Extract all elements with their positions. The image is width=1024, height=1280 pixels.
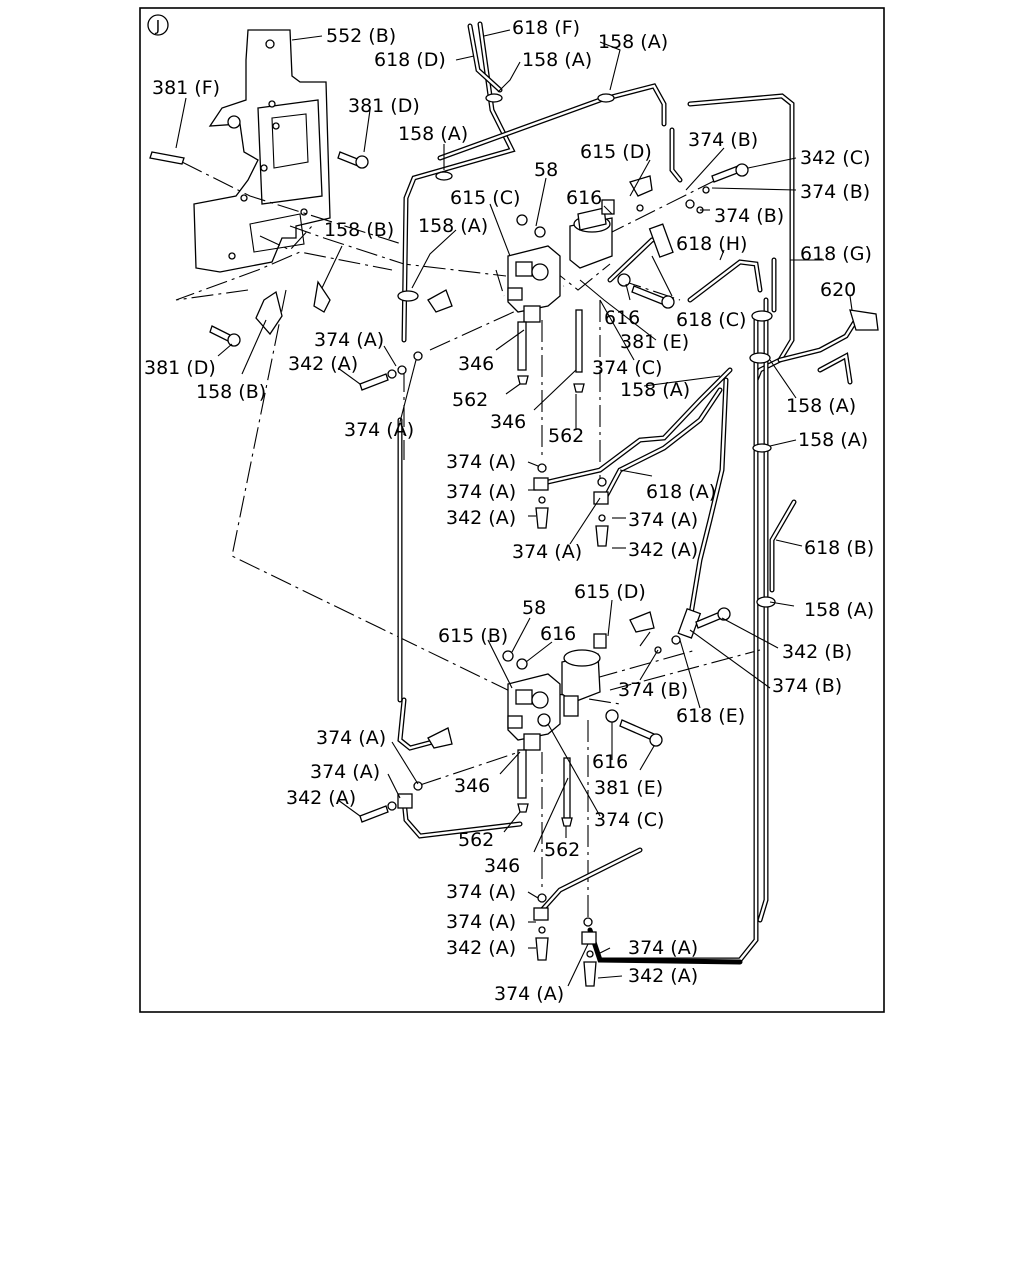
fittings <box>427 175 702 749</box>
callout-346: 346 <box>490 411 526 433</box>
diagram-frame <box>139 7 885 1013</box>
callout-381f: 381 (F) <box>152 77 220 99</box>
callout-374a: 374 (A) <box>628 937 698 959</box>
callout-374b: 374 (B) <box>800 181 870 203</box>
callout-342a: 342 (A) <box>446 937 516 959</box>
callout-381e: 381 (E) <box>594 777 663 799</box>
callout-562: 562 <box>452 389 488 411</box>
callout-346: 346 <box>484 855 520 877</box>
callout-616: 616 <box>566 187 602 209</box>
callout-618c: 618 (C) <box>676 309 746 331</box>
callout-158a: 158 (A) <box>522 49 592 71</box>
callout-381d: 381 (D) <box>348 95 420 117</box>
callout-616: 616 <box>540 623 576 645</box>
callout-374b: 374 (B) <box>714 205 784 227</box>
callout-374a: 374 (A) <box>446 881 516 903</box>
callout-342b: 342 (B) <box>782 641 852 663</box>
callout-562: 562 <box>544 839 580 861</box>
callout-374a: 374 (A) <box>446 481 516 503</box>
fasteners <box>149 151 879 987</box>
callout-618f: 618 (F) <box>512 17 580 39</box>
callout-562: 562 <box>548 425 584 447</box>
callout-374a: 374 (A) <box>446 451 516 473</box>
callout-615c: 615 (C) <box>450 187 520 209</box>
callout-342a: 342 (A) <box>446 507 516 529</box>
callout-158a: 158 (A) <box>620 379 690 401</box>
callout-374c: 374 (C) <box>594 809 664 831</box>
callout-615d: 615 (D) <box>580 141 652 163</box>
callout-374b: 374 (B) <box>688 129 758 151</box>
callout-616: 616 <box>592 751 628 773</box>
callout-615d: 615 (D) <box>574 581 646 603</box>
lower-valve-assembly <box>502 633 663 827</box>
callout-615b: 615 (B) <box>438 625 508 647</box>
callout-158b: 158 (B) <box>324 219 394 241</box>
callout-342a: 342 (A) <box>286 787 356 809</box>
callout-158a: 158 (A) <box>798 429 868 451</box>
callout-342c: 342 (C) <box>800 147 870 169</box>
callout-158a: 158 (A) <box>418 215 488 237</box>
bracket-552b <box>193 29 331 273</box>
callout-374a: 374 (A) <box>494 983 564 1005</box>
callout-342a: 342 (A) <box>628 965 698 987</box>
callout-342a: 342 (A) <box>628 539 698 561</box>
callout-374b: 374 (B) <box>772 675 842 697</box>
callout-374a: 374 (A) <box>316 727 386 749</box>
callout-618g: 618 (G) <box>800 243 872 265</box>
callout-342a: 342 (A) <box>288 353 358 375</box>
callout-374a: 374 (A) <box>512 541 582 563</box>
callout-616: 616 <box>604 307 640 329</box>
callout-58: 58 <box>522 597 546 619</box>
callout-552b: 552 (B) <box>326 25 396 47</box>
callout-158a: 158 (A) <box>398 123 468 145</box>
callout-374c: 374 (C) <box>592 357 662 379</box>
callout-618d: 618 (D) <box>374 49 446 71</box>
callout-618h: 618 (H) <box>676 233 747 255</box>
callout-618b: 618 (B) <box>804 537 874 559</box>
callout-381d: 381 (D) <box>144 357 216 379</box>
callout-374a: 374 (A) <box>344 419 414 441</box>
callout-618a: 618 (A) <box>646 481 716 503</box>
callout-158a: 158 (A) <box>598 31 668 53</box>
callout-58: 58 <box>534 159 558 181</box>
callout-374a: 374 (A) <box>310 761 380 783</box>
pipes <box>397 21 859 965</box>
view-marker: J <box>147 14 169 36</box>
callout-158b: 158 (B) <box>196 381 266 403</box>
view-marker-letter: J <box>155 17 160 35</box>
callout-620: 620 <box>820 279 856 301</box>
callout-381e: 381 (E) <box>620 331 689 353</box>
upper-valve-assembly <box>507 199 675 393</box>
callout-374a: 374 (A) <box>314 329 384 351</box>
callout-labels: 552 (B) 618 (F) 618 (D) 158 (A) 158 (A) … <box>144 17 874 1005</box>
leader-lines <box>175 29 853 987</box>
callout-618e: 618 (E) <box>676 705 745 727</box>
callout-374b: 374 (B) <box>618 679 688 701</box>
callout-374a: 374 (A) <box>446 911 516 933</box>
clips-158 <box>255 93 776 608</box>
callout-158a: 158 (A) <box>804 599 874 621</box>
callout-374a: 374 (A) <box>628 509 698 531</box>
callout-562: 562 <box>458 829 494 851</box>
callout-346: 346 <box>454 775 490 797</box>
callout-158a: 158 (A) <box>786 395 856 417</box>
callout-346: 346 <box>458 353 494 375</box>
